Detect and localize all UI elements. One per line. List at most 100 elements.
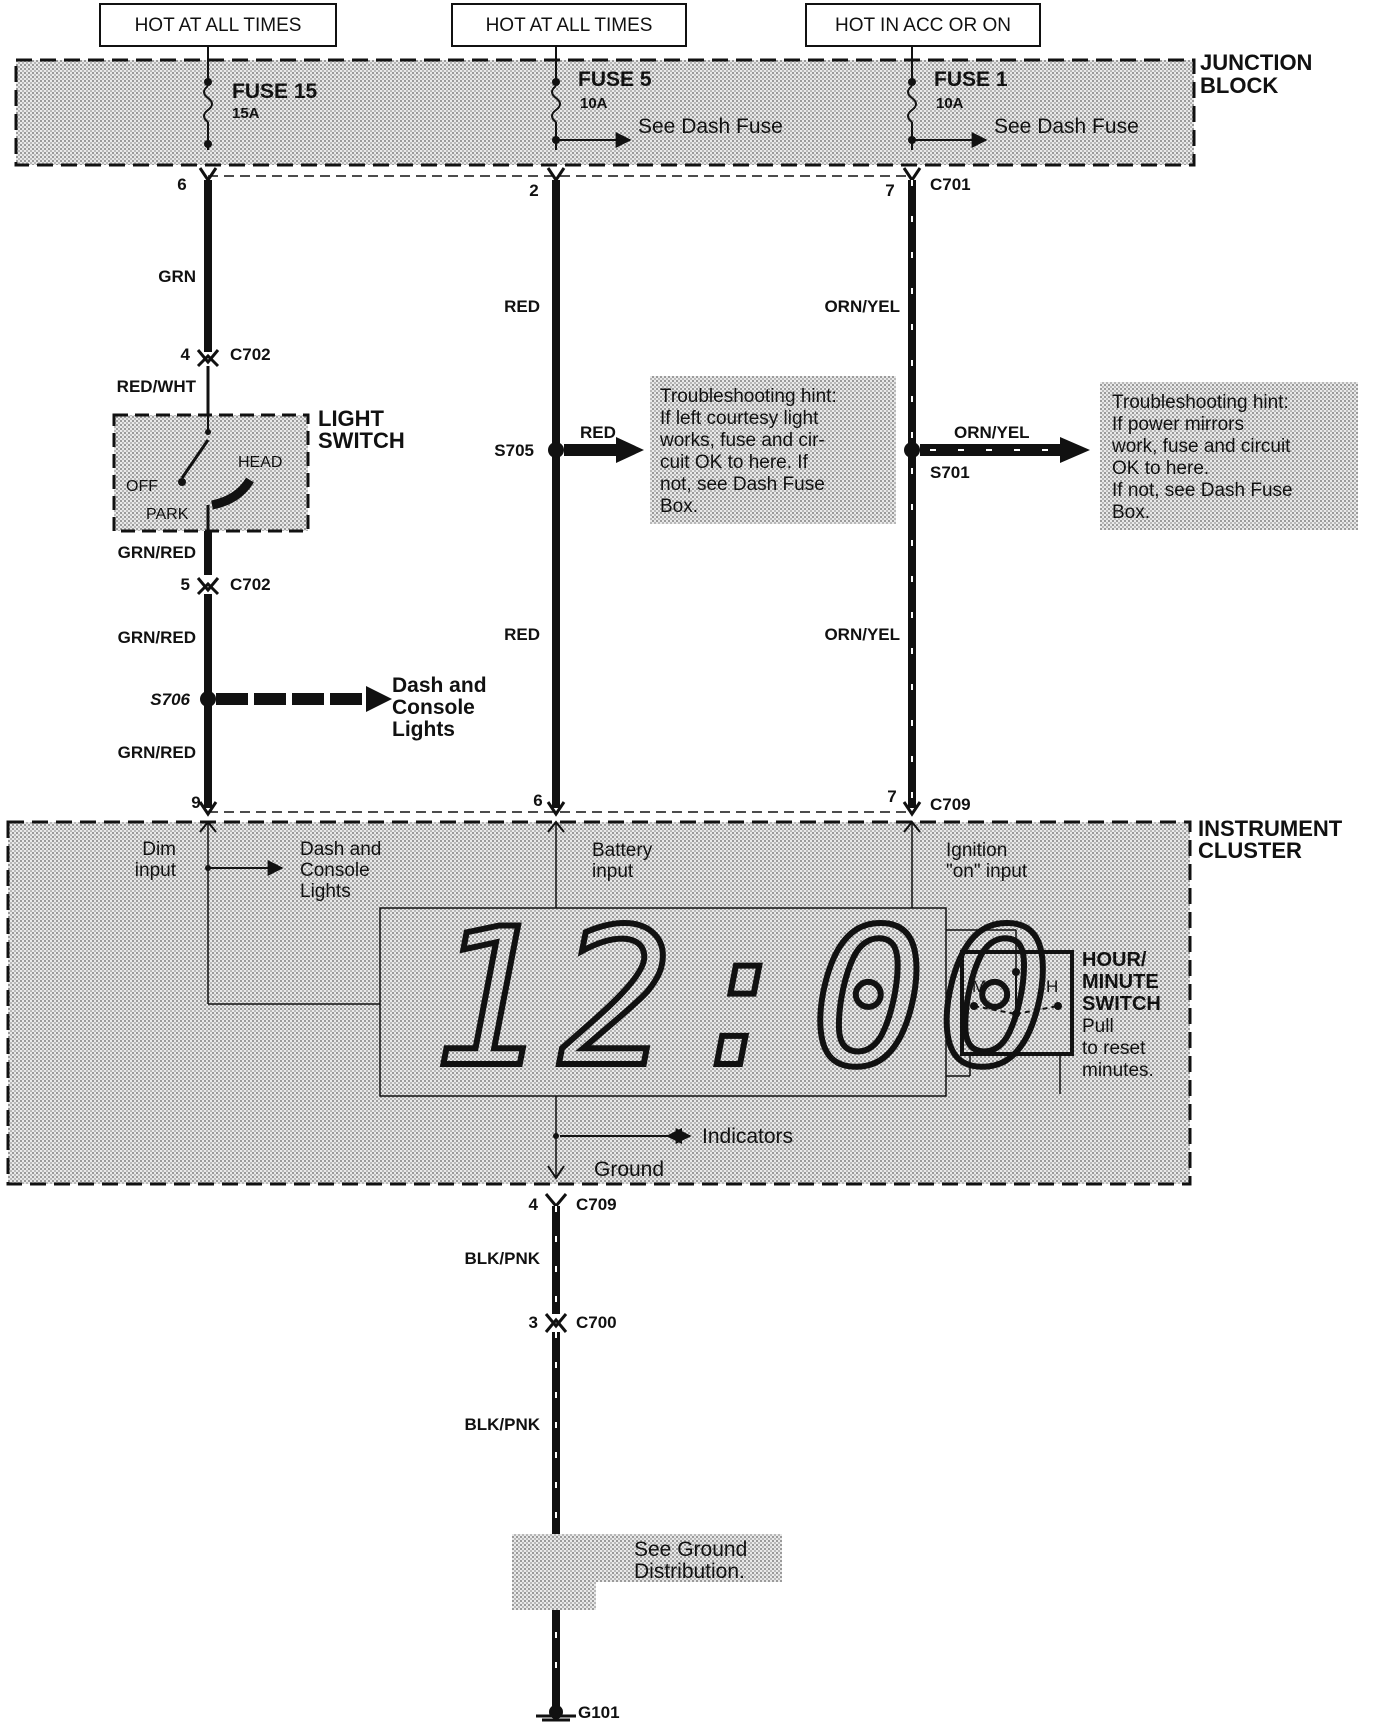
- instrument-cluster-title: CLUSTER: [1198, 838, 1302, 863]
- ground-symbol-icon: [536, 1705, 576, 1722]
- pin-number: 4: [529, 1195, 539, 1214]
- wire-color-label: GRN/RED: [118, 628, 196, 647]
- power-source-1: HOT AT ALL TIMES: [99, 3, 337, 47]
- junction-block: JUNCTION BLOCK: [14, 50, 1312, 167]
- wire-color-label: ORN/YEL: [824, 625, 900, 644]
- clock-digits: 12:00: [432, 888, 1064, 1109]
- battery-input-label: input: [592, 861, 634, 882]
- ignition-input-label: "on" input: [946, 861, 1028, 882]
- hint-line: If not, see Dash Fuse: [1112, 480, 1293, 501]
- power-source-label: HOT AT ALL TIMES: [486, 15, 653, 36]
- hint-line: works, fuse and cir-: [659, 430, 825, 451]
- pin-number: 7: [885, 181, 894, 200]
- fuse-name: FUSE 1: [934, 68, 1008, 91]
- battery-input-label: Battery: [592, 840, 653, 861]
- light-switch-title: SWITCH: [318, 428, 405, 453]
- pin-number: 9: [191, 793, 200, 812]
- fuse-name: FUSE 15: [232, 80, 318, 103]
- instrument-cluster: INSTRUMENT CLUSTER Dim input Dash and Co…: [6, 816, 1343, 1186]
- connector-c702: C702: [230, 345, 271, 364]
- fuse-rating: 15A: [232, 105, 260, 122]
- hint-line: Troubleshooting hint:: [660, 386, 837, 407]
- ignition-input-label: Ignition: [946, 840, 1007, 861]
- hour-minute-switch-title: HOUR/: [1082, 949, 1147, 971]
- fuse-rating: 10A: [936, 95, 964, 112]
- troubleshooting-hint-left: Troubleshooting hint: If left courtesy l…: [650, 376, 896, 524]
- switch-h-label: H: [1046, 977, 1058, 996]
- junction-block-title: JUNCTION: [1200, 50, 1312, 75]
- splice-s705: [548, 442, 564, 458]
- dim-input-label: Dim: [142, 839, 176, 860]
- splice-s706: [200, 691, 216, 707]
- connector-c709: C709: [576, 1195, 617, 1214]
- pin-number: 3: [529, 1313, 538, 1332]
- power-source-3: HOT IN ACC OR ON: [805, 3, 1041, 47]
- cluster-dash-console-label: Lights: [300, 881, 351, 902]
- pin-number: 6: [177, 175, 186, 194]
- hour-minute-switch-title: SWITCH: [1082, 993, 1161, 1015]
- fuse-15: FUSE 15 15A: [203, 60, 318, 150]
- power-source-2: HOT AT ALL TIMES: [451, 3, 687, 47]
- cluster-dash-console-label: Console: [300, 860, 370, 881]
- fuse-note: See Dash Fuse: [994, 115, 1139, 138]
- dash-console-label: Dash and: [392, 674, 487, 697]
- junction-block-title: BLOCK: [1200, 73, 1278, 98]
- fuse-5: FUSE 5 10A See Dash Fuse: [551, 60, 783, 150]
- wire-color-label: GRN/RED: [118, 743, 196, 762]
- splice-label: S705: [494, 441, 534, 460]
- wire-color-label: GRN: [158, 267, 196, 286]
- splice-s701: [904, 442, 920, 458]
- hint-line: Box.: [660, 496, 698, 517]
- hint-line: not, see Dash Fuse: [660, 474, 825, 495]
- switch-note: to reset: [1082, 1038, 1146, 1059]
- hint-line: Troubleshooting hint:: [1112, 392, 1289, 413]
- left-circuit-lower: GRN/RED 5 C702 GRN/RED S706 Dash and Con…: [118, 531, 487, 808]
- clock-display: [379, 907, 947, 1097]
- wire-color-label: GRN/RED: [118, 543, 196, 562]
- connector-c702: C702: [230, 575, 271, 594]
- power-source-label: HOT IN ACC OR ON: [835, 15, 1011, 36]
- wire-color-label: RED: [504, 297, 540, 316]
- switch-m-label: M: [972, 977, 986, 996]
- hint-line: cuit OK to here. If: [660, 452, 809, 473]
- connector-c700: C700: [576, 1313, 617, 1332]
- fuse-name: FUSE 5: [578, 68, 652, 91]
- wire-color-label: RED/WHT: [117, 377, 197, 396]
- right-circuit: ORN/YEL S701 ORN/YEL ORN/YEL: [824, 180, 1090, 808]
- fuse-rating: 10A: [580, 95, 608, 112]
- pin-number: 5: [181, 575, 190, 594]
- hour-minute-switch-title: MINUTE: [1082, 971, 1159, 993]
- ground-circuit: 4 C709 BLK/PNK 3 C700 BLK/PNK See Ground…: [464, 1193, 782, 1722]
- wire-color-label: ORN/YEL: [954, 423, 1030, 442]
- pin-number: 7: [887, 787, 896, 806]
- ground-note: Distribution.: [634, 1560, 745, 1583]
- middle-circuit: RED S705 RED RED: [494, 180, 644, 808]
- switch-note: minutes.: [1082, 1060, 1154, 1081]
- splice-label: S706: [150, 690, 190, 709]
- fuse-note: See Dash Fuse: [638, 115, 783, 138]
- switch-position-head: HEAD: [238, 454, 282, 471]
- hour-minute-switch: M H HOUR/ MINUTE SWITCH Pull to reset mi…: [946, 929, 1161, 1094]
- light-switch-title: LIGHT: [318, 406, 385, 431]
- connector-c709: C709: [930, 795, 971, 814]
- troubleshooting-hint-right: Troubleshooting hint: If power mirrors w…: [1100, 382, 1358, 530]
- light-switch: OFF HEAD PARK LIGHT SWITCH: [112, 406, 405, 533]
- ground-note: See Ground: [634, 1538, 747, 1561]
- wire-color-label: BLK/PNK: [464, 1249, 540, 1268]
- pin-number: 2: [529, 181, 538, 200]
- hint-line: OK to here.: [1112, 458, 1209, 479]
- switch-position-park: PARK: [146, 506, 189, 523]
- hint-line: work, fuse and circuit: [1111, 436, 1291, 457]
- ground-g101: G101: [578, 1703, 620, 1722]
- wire-color-label: RED: [580, 423, 616, 442]
- wire-color-label: BLK/PNK: [464, 1415, 540, 1434]
- instrument-cluster-title: INSTRUMENT: [1198, 816, 1343, 841]
- splice-label: S701: [930, 463, 970, 482]
- cluster-dash-console-label: Dash and: [300, 839, 381, 860]
- switch-note: Pull: [1082, 1016, 1114, 1037]
- fuse-1: FUSE 1 10A See Dash Fuse: [907, 60, 1139, 150]
- dash-console-label: Lights: [392, 718, 455, 741]
- connector-c701: C701: [930, 175, 971, 194]
- power-source-label: HOT AT ALL TIMES: [135, 15, 302, 36]
